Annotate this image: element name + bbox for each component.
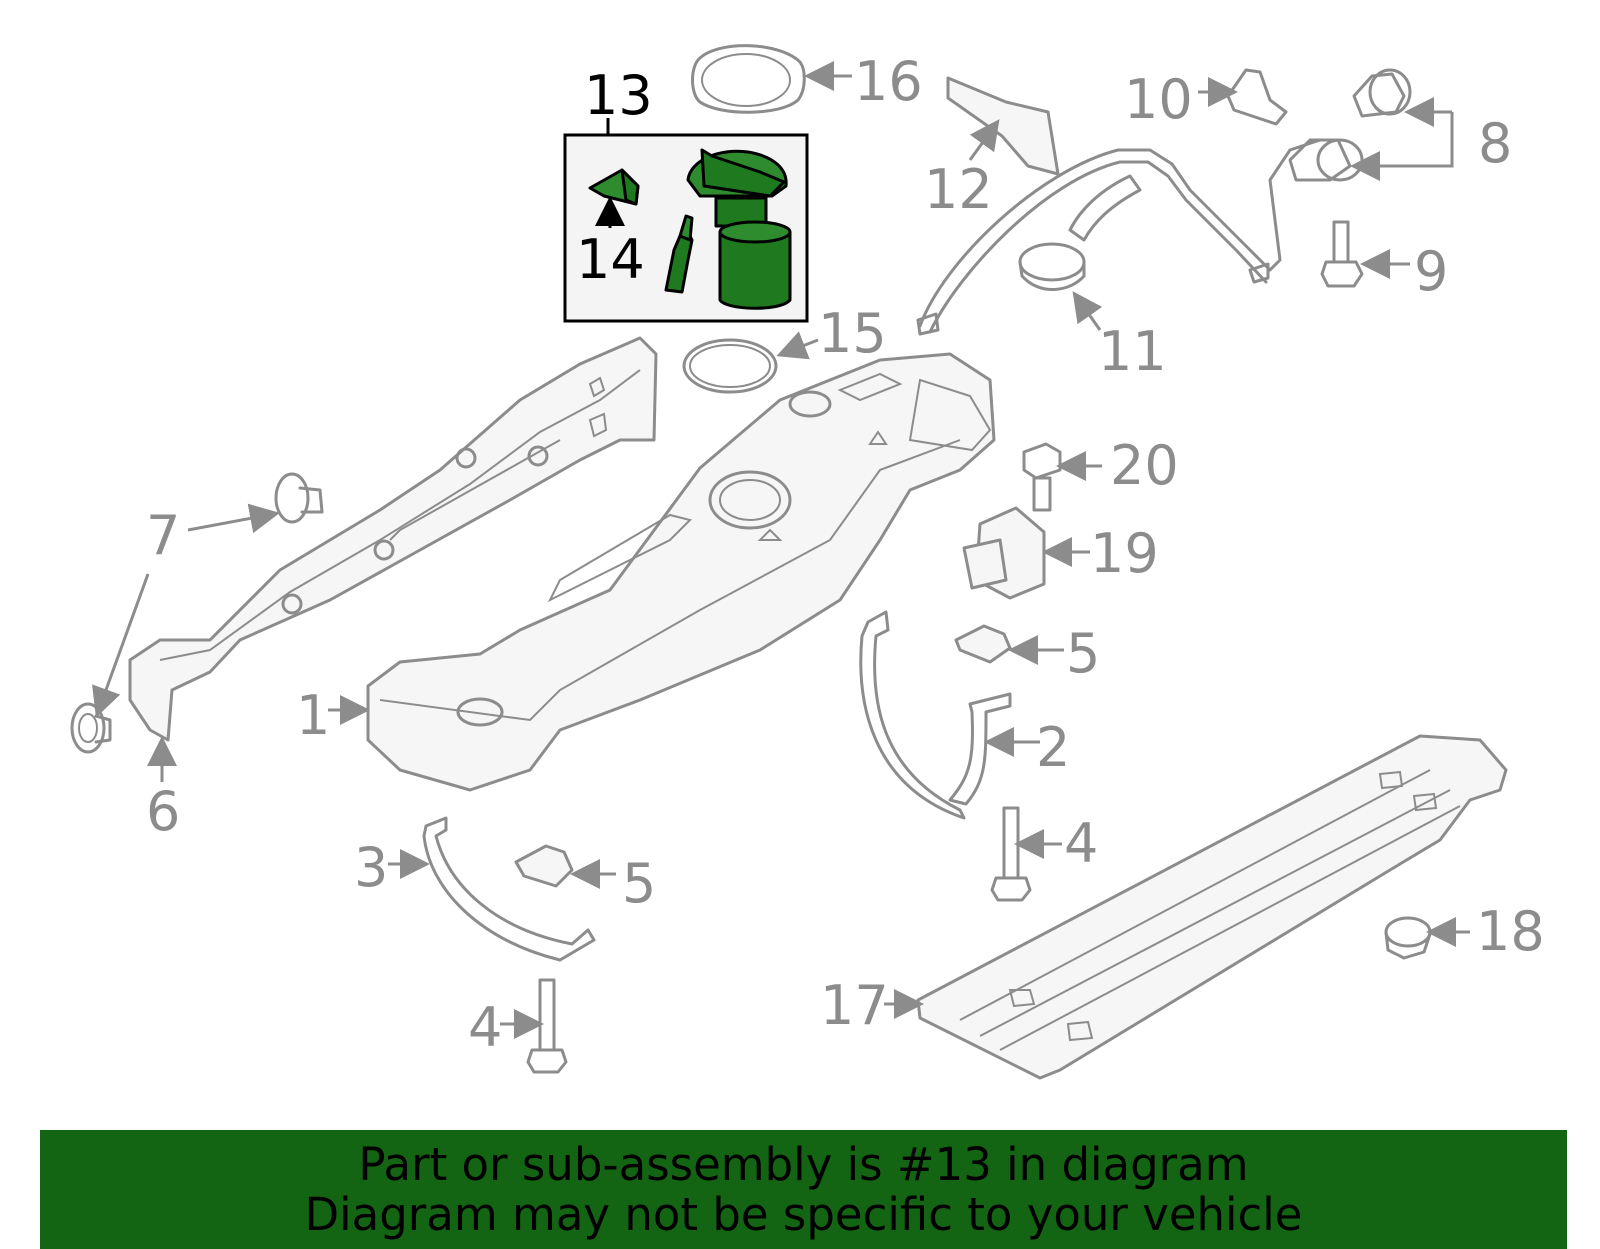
callout-20: 20 <box>1110 434 1179 497</box>
callout-4-right: 4 <box>1064 812 1098 875</box>
filler-pipe-part-12 <box>946 76 1060 176</box>
callout-5-lower: 5 <box>622 852 656 915</box>
callout-11: 11 <box>1098 320 1167 383</box>
nut-part-5b <box>514 844 574 888</box>
heat-shield-part-6 <box>128 336 658 742</box>
fuel-pump-module-part-13 <box>686 148 792 310</box>
callout-6: 6 <box>146 780 180 843</box>
callout-4-left: 4 <box>468 996 502 1059</box>
callout-8: 8 <box>1478 112 1512 175</box>
strap-part-2 <box>859 610 1012 820</box>
bolt-part-4a <box>990 806 1032 902</box>
callout-19: 19 <box>1090 522 1159 585</box>
bolt-part-20 <box>1022 442 1062 512</box>
callout-18: 18 <box>1476 900 1545 963</box>
callout-7: 7 <box>146 504 180 567</box>
lock-ring-part-16 <box>691 44 806 114</box>
callout-16: 16 <box>854 50 923 113</box>
fuel-pump-connector <box>664 214 694 294</box>
callout-2: 2 <box>1036 716 1070 779</box>
fuel-tank-part-1 <box>366 352 996 792</box>
clip-part-10 <box>1226 68 1288 126</box>
strap-part-3 <box>422 816 596 962</box>
fuel-pump-assembly-box <box>563 118 809 323</box>
callout-17: 17 <box>820 974 889 1037</box>
bolt-part-9 <box>1320 220 1364 288</box>
clamp-part-11 <box>1018 242 1086 291</box>
callout-14: 14 <box>576 228 645 291</box>
filler-cap-part-8 <box>1288 68 1412 182</box>
module-part-19 <box>962 506 1046 600</box>
callout-5-upper: 5 <box>1066 622 1100 685</box>
callout-1: 1 <box>296 684 330 747</box>
leader-lines <box>92 61 1470 1039</box>
callout-12: 12 <box>924 158 993 221</box>
bolt-part-4b <box>526 978 568 1074</box>
banner-line-1: Part or sub-assembly is #13 in diagram <box>358 1138 1249 1191</box>
skid-plate-part-17 <box>916 734 1508 1080</box>
filler-hose <box>916 138 1322 336</box>
callout-10: 10 <box>1124 68 1193 131</box>
nut-part-18 <box>1384 916 1432 960</box>
callout-13: 13 <box>584 64 653 127</box>
push-pin-part-7 <box>70 472 324 754</box>
nut-part-5a <box>954 624 1012 664</box>
banner-line-2: Diagram may not be specific to your vehi… <box>304 1188 1303 1241</box>
fuel-pump-clip-part-14 <box>588 168 640 206</box>
callout-15: 15 <box>818 302 887 365</box>
callout-9: 9 <box>1414 240 1448 303</box>
callout-3: 3 <box>354 836 388 899</box>
info-banner: Part or sub-assembly is #13 in diagram D… <box>40 1130 1567 1249</box>
o-ring-part-15 <box>682 338 778 394</box>
